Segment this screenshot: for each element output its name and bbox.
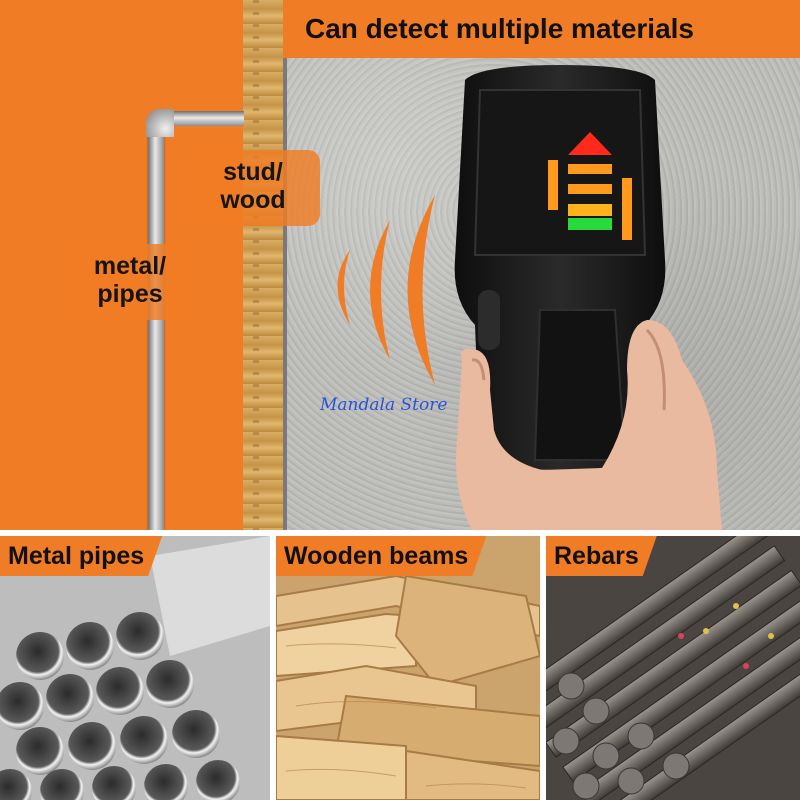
material-tiles: Metal pipes Wooden beams	[0, 530, 800, 800]
stud-wood-callout: stud/ wood	[186, 150, 320, 226]
headline-banner: Can detect multiple materials	[283, 0, 800, 58]
tile-label-metal-pipes: Metal pipes	[0, 536, 162, 576]
hero-section: Can detect multiple materials stud/ wood…	[0, 0, 800, 530]
rebars-image	[546, 536, 800, 800]
metal-pipes-image	[0, 536, 270, 800]
wooden-beams-image	[276, 536, 540, 800]
metal-pipe-horizontal	[160, 111, 244, 126]
metal-pipe-vertical	[148, 120, 164, 530]
tile-rebars: Rebars	[546, 536, 800, 800]
wooden-stud	[243, 0, 287, 530]
hand-holding-device	[456, 320, 722, 530]
tile-label-wooden-beams: Wooden beams	[276, 536, 486, 576]
metal-pipes-callout: metal/ pipes	[66, 244, 194, 320]
detection-waves-icon	[337, 195, 435, 385]
stud-finder-device	[454, 65, 666, 470]
metal-pipe-elbow	[146, 109, 174, 137]
tile-label-rebars: Rebars	[546, 536, 657, 576]
store-watermark: Mandala Store	[320, 395, 448, 415]
tile-wooden-beams: Wooden beams	[276, 536, 540, 800]
tile-metal-pipes: Metal pipes	[0, 536, 270, 800]
